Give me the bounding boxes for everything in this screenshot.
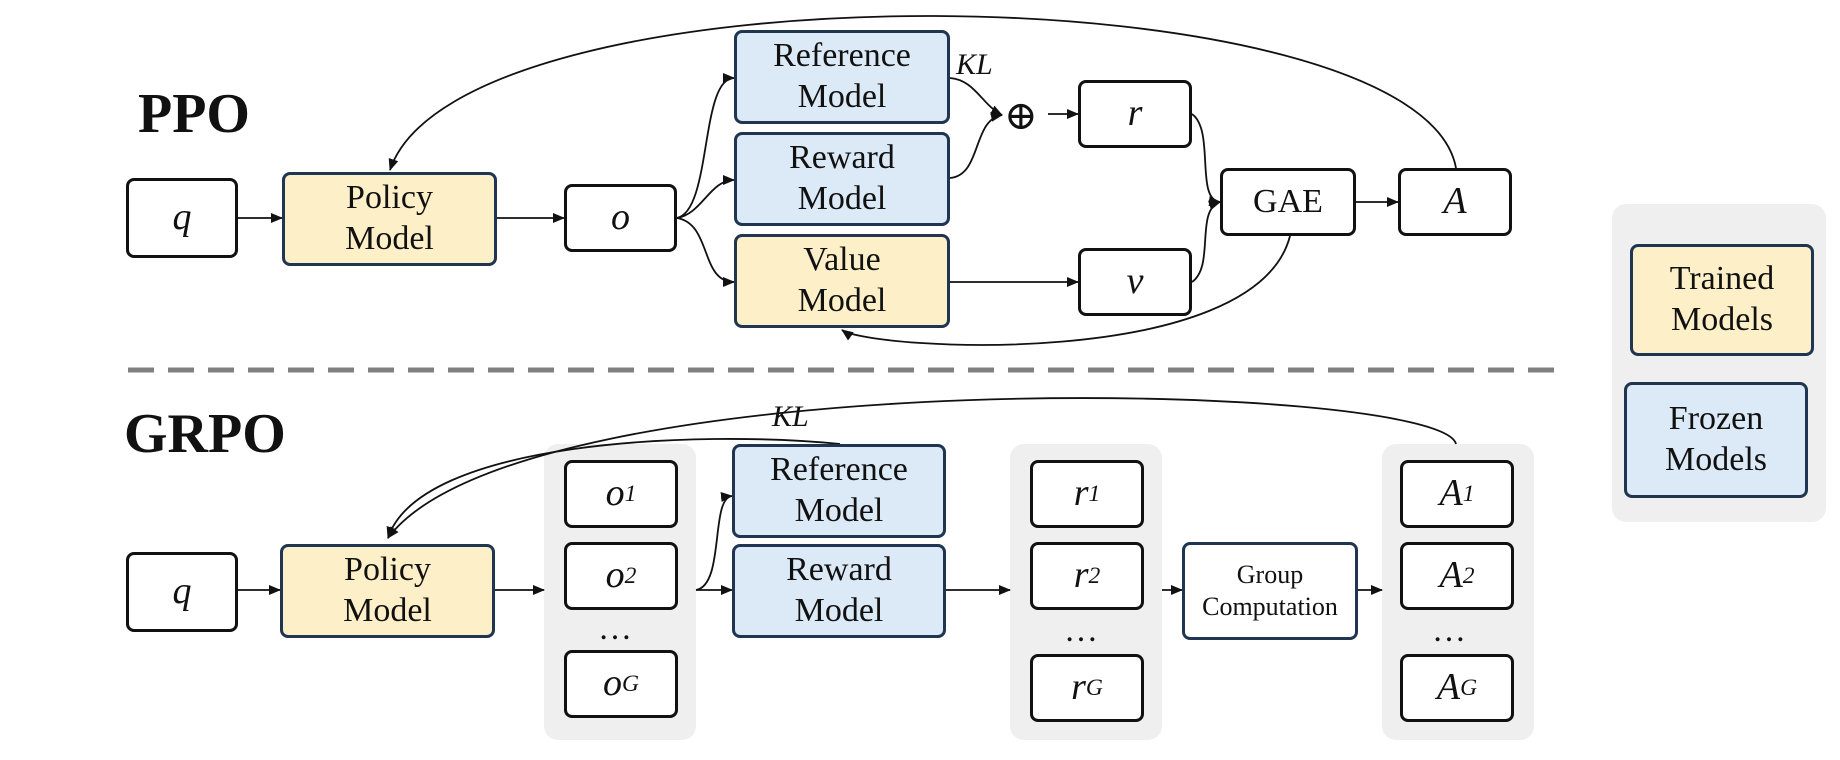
arrow-v-gae: [1191, 200, 1221, 283]
ppo-advantage-node: A: [1398, 168, 1512, 236]
arrow-reward-plus: [949, 111, 1003, 179]
ppo-kl-label: KL: [956, 48, 993, 81]
arrow-o-reference: [676, 73, 735, 219]
arrow-o-value: [676, 217, 735, 287]
ppo-section-label: PPO: [138, 83, 250, 145]
ppo-output-node: o: [564, 184, 677, 252]
grpo-advantages-ellipsis: …: [1432, 612, 1472, 649]
grpo-query-node: q: [126, 552, 238, 632]
grpo-section-label: GRPO: [124, 403, 286, 465]
ppo-reward-model: Reward Model: [734, 132, 950, 226]
grpo-group-computation: Group Computation: [1182, 542, 1358, 640]
ppo-reference-model: Reference Model: [734, 30, 950, 124]
ppo-query-node: q: [126, 178, 238, 258]
ppo-gae-node: GAE: [1220, 168, 1356, 236]
legend-trained-models: Trained Models: [1630, 244, 1814, 356]
grpo-rewards-ellipsis: …: [1064, 612, 1104, 649]
arrow-o-reward: [676, 175, 735, 219]
grpo-reward-model: Reward Model: [732, 544, 946, 638]
ppo-reward-node: r: [1078, 80, 1192, 148]
grpo-outputs-ellipsis: …: [598, 610, 638, 647]
grpo-reference-model: Reference Model: [732, 444, 946, 538]
arrow-outputs-reference: [695, 492, 733, 591]
arrow-a-policy: [388, 15, 1457, 171]
arrow-r-gae: [1191, 113, 1221, 207]
grpo-policy-model: Policy Model: [280, 544, 495, 638]
arrow-gae-value: [841, 235, 1291, 346]
arrow-advantages-policy: [387, 397, 1457, 539]
ppo-value-node: v: [1078, 248, 1192, 316]
ppo-sum-symbol: ⊕: [1004, 93, 1038, 138]
grpo-kl-label: KL: [772, 400, 809, 433]
arrow-reference-plus: [949, 77, 1003, 116]
ppo-policy-model: Policy Model: [282, 172, 497, 266]
ppo-value-model: Value Model: [734, 234, 950, 328]
legend-frozen-models: Frozen Models: [1624, 382, 1808, 498]
arrow-reference-policy-kl: [386, 438, 841, 539]
